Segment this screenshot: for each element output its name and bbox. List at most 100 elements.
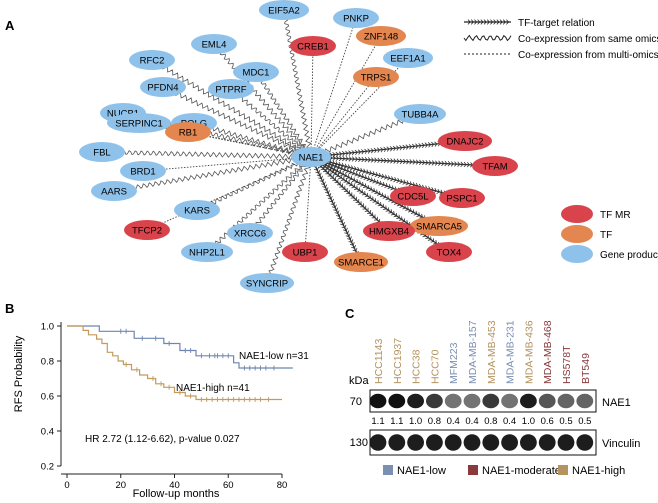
- legend-swatch-low: [383, 465, 393, 475]
- cell-line-mda-mb-468: MDA-MB-468: [542, 320, 554, 384]
- y-axis-label: RFS Probability: [13, 335, 25, 412]
- legend-edge-same-label: Co-expression from same omics type: [518, 34, 658, 45]
- series-high-label: NAE1-high n=41: [176, 383, 250, 394]
- node-kars: KARS: [174, 200, 220, 220]
- quant-value: 0.4: [465, 416, 478, 427]
- node-dnajc2: DNAJC2: [438, 131, 492, 151]
- node-label: TRPS1: [361, 73, 392, 84]
- cell-line-mda-mb-436: MDA-MB-436: [523, 320, 535, 384]
- node-tfam: TFAM: [472, 156, 518, 176]
- node-label: PTPRF: [215, 85, 246, 96]
- node-label: TFCP2: [132, 226, 162, 237]
- legend-node-tfmr-label: TF MR: [600, 210, 631, 221]
- node-label: TOX4: [437, 248, 462, 259]
- quant-value: 0.4: [447, 416, 460, 427]
- node-pnkp: PNKP: [333, 8, 379, 28]
- node-label: NHP2L1: [189, 248, 225, 259]
- node-serpinc1: SERPINC1: [107, 113, 171, 133]
- band: [463, 434, 481, 451]
- edge-polg: [194, 120, 312, 159]
- km-curves: [67, 325, 293, 402]
- node-mdc1: MDC1: [233, 62, 279, 82]
- legend-label-high: NAE1-high: [572, 465, 625, 477]
- node-label: XRCC6: [234, 229, 266, 240]
- cell-line-hcc1937: HCC1937: [392, 338, 404, 384]
- band: [463, 393, 481, 409]
- km-curve-low: [67, 325, 293, 369]
- edge-smarca5: [310, 156, 440, 227]
- node-nhp2l1: NHP2L1: [181, 242, 233, 262]
- edge-serpinc1: [138, 122, 312, 158]
- legend-edge-same: Co-expression from same omics type: [463, 34, 658, 45]
- node-xrcc6: XRCC6: [227, 223, 273, 243]
- band: [388, 434, 406, 451]
- band: [538, 434, 556, 451]
- band: [557, 393, 575, 409]
- edge-creb1: [310, 45, 314, 158]
- quant-value: 1.0: [409, 416, 422, 427]
- node-label: SYNCRIP: [246, 279, 288, 290]
- x-tick-label: 40: [169, 480, 180, 491]
- legend-node-tf-label: TF: [600, 230, 612, 241]
- km-curve-high: [67, 325, 282, 401]
- cell-line-mfm223: MFM223: [448, 342, 460, 384]
- node-label: UBP1: [293, 248, 318, 259]
- legend-edge-tf-label: TF-target relation: [518, 18, 595, 29]
- edge-ubp1: [304, 156, 312, 253]
- cell-line-mda-mb-453: MDA-MB-453: [486, 320, 498, 384]
- quant-value: 0.8: [428, 416, 441, 427]
- band: [501, 393, 518, 409]
- legend-node-tfmr-swatch: [561, 205, 593, 223]
- quant-value: 1.0: [522, 416, 535, 427]
- node-legend: TF MR TF Gene product: [561, 205, 658, 263]
- node-label: SERPINC1: [115, 119, 163, 130]
- kda-label: kDa: [349, 375, 369, 387]
- node-label: MDC1: [243, 68, 270, 79]
- node-fbl: FBL: [79, 142, 125, 162]
- band: [520, 393, 537, 409]
- node-cdc5l: CDC5L: [390, 186, 436, 206]
- blot-nae1-label: NAE1: [602, 397, 631, 409]
- edge-fbl: [101, 149, 312, 160]
- edge-eml4: [212, 44, 313, 158]
- node-rfc2: RFC2: [129, 50, 175, 70]
- edge-tfam: [310, 154, 496, 169]
- node-pfdn4: PFDN4: [140, 77, 186, 97]
- band: [557, 434, 575, 451]
- node-eef1a1: EEF1A1: [383, 48, 433, 68]
- cell-line-hcc38: HCC38: [411, 349, 423, 384]
- node-label: PFDN4: [147, 83, 178, 94]
- node-label: AARS: [101, 187, 127, 198]
- edge-znf148: [310, 35, 382, 158]
- legend-label-low: NAE1-low: [397, 465, 446, 477]
- edge-kars: [197, 154, 312, 212]
- node-label: SMARCE1: [338, 258, 384, 269]
- panel-c-letter: C: [345, 306, 355, 321]
- y-tick-label: 0.8: [41, 357, 54, 368]
- node-label: ZNF148: [364, 32, 398, 43]
- node-smarca5: SMARCA5: [410, 216, 468, 236]
- node-pspc1: PSPC1: [439, 188, 485, 208]
- vinculin-blot: [369, 429, 597, 456]
- node-label: HMGXB4: [369, 227, 409, 238]
- node-label: TUBB4A: [402, 110, 440, 121]
- band: [482, 393, 500, 409]
- cell-line-hs578t: HS578T: [561, 345, 573, 384]
- node-nae1-center: NAE1: [291, 147, 331, 167]
- edge-pnkp: [310, 17, 357, 158]
- band: [576, 434, 594, 451]
- quant-value: 0.5: [559, 416, 572, 427]
- node-hmgxb4: HMGXB4: [363, 221, 415, 241]
- x-tick-label: 80: [277, 480, 288, 491]
- band: [426, 393, 443, 409]
- node-eif5a2: EIF5A2: [259, 0, 309, 20]
- node-label: BRD1: [130, 167, 155, 178]
- quant-value: 0.8: [484, 416, 497, 427]
- band: [407, 393, 424, 409]
- node-label: SMARCA5: [416, 222, 462, 233]
- node-tubb4a: TUBB4A: [394, 104, 446, 124]
- x-tick-label: 0: [64, 480, 69, 491]
